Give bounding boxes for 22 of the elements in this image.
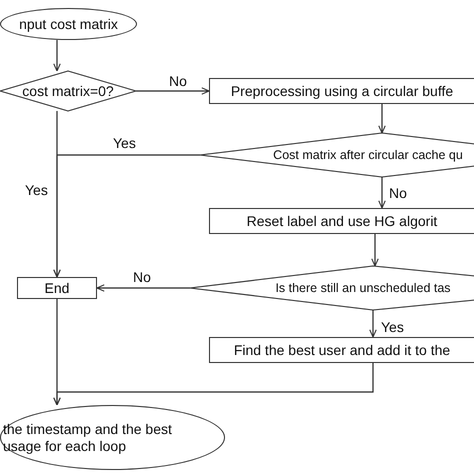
arrow (96, 284, 190, 292)
arrow (53, 40, 61, 72)
edge-label: No (132, 270, 152, 286)
process-box: Preprocessing using a circular buffe (209, 78, 474, 104)
process-box: End (17, 277, 97, 299)
arrow (369, 310, 377, 338)
edge-label: Yes (112, 136, 137, 152)
edge-label: Yes (380, 320, 405, 336)
arrow (136, 87, 210, 95)
process-box: Reset label and use HG algorit (209, 208, 474, 234)
edge-label: No (388, 186, 408, 202)
terminal-ellipse: the timestamp and the best usage for each loop (0, 405, 225, 470)
arrow (378, 104, 386, 134)
terminal-ellipse: nput cost matrix (0, 8, 137, 40)
arrow (371, 234, 379, 267)
decision-diamond: cost matrix=0? (0, 71, 136, 111)
arrow (378, 177, 386, 209)
edge-label: Yes (24, 183, 49, 198)
arrow (53, 111, 61, 278)
edge-label: No (168, 74, 188, 90)
arrow (53, 363, 374, 406)
process-box: Find the best user and add it to the (209, 337, 474, 363)
